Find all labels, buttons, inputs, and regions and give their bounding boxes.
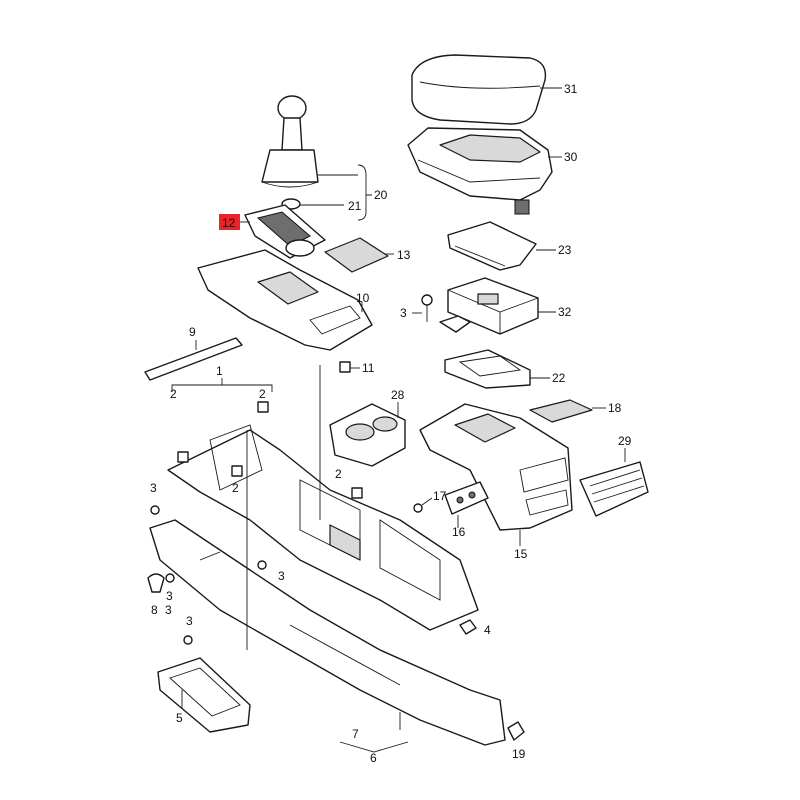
callout-2-a: 2: [170, 387, 177, 401]
callout-20: 20: [374, 188, 388, 202]
leader-17: [421, 497, 433, 506]
callout-2-b: 2: [259, 387, 266, 401]
part-cup-holder-28: [329, 403, 406, 467]
callout-29: 29: [618, 434, 632, 448]
callout-12: 12: [222, 216, 236, 230]
part-control-unit-32: [439, 277, 539, 335]
part-vent-29: [579, 461, 649, 517]
callout-2-c: 2: [335, 467, 342, 481]
part-clip-11: [339, 361, 351, 373]
callout-5: 5: [176, 711, 183, 725]
callout-22: 22: [552, 371, 566, 385]
callout-18: 18: [608, 401, 622, 415]
part-console-trim-10: [197, 249, 373, 351]
part-side-panel-6: [149, 519, 506, 746]
part-trim-strip-9: [144, 337, 243, 381]
callout-17: 17: [433, 489, 447, 503]
screw-3-c: [165, 573, 175, 583]
screw-3-b: [257, 560, 267, 570]
callout-21: 21: [348, 199, 362, 213]
part-switch-panel-16: [444, 481, 489, 515]
part-trim-plate-12: [244, 204, 326, 259]
callout-11: 11: [362, 361, 375, 375]
part-rear-panel-15: [419, 403, 573, 531]
callout-9: 9: [189, 325, 196, 339]
part-pad-18: [529, 399, 593, 423]
callout-3-upper: 3: [400, 306, 407, 320]
part-bracket-22: [444, 349, 531, 389]
part-clip-2b: [231, 465, 243, 477]
callout-16: 16: [452, 525, 466, 539]
screw-3-d: [183, 635, 193, 645]
leader-6-bracket: [339, 741, 409, 753]
part-nut-4: [459, 619, 477, 635]
callout-13: 13: [397, 248, 411, 262]
callout-3-c: 3: [166, 589, 173, 603]
callout-8: 8: [151, 603, 158, 617]
part-armrest-lid: [411, 54, 547, 125]
callout-2-d: 2: [232, 481, 239, 495]
callout-19: 19: [512, 747, 526, 761]
callout-4: 4: [484, 623, 491, 637]
part-cover-23: [447, 221, 537, 271]
part-cover-13: [324, 237, 389, 273]
callout-1: 1: [216, 364, 223, 378]
callout-31: 31: [564, 82, 578, 96]
screw-3-a: [150, 505, 160, 515]
screw-17: [413, 503, 423, 513]
callout-10: 10: [356, 291, 370, 305]
part-clip-2c: [257, 401, 269, 413]
part-plug-8: [147, 573, 165, 593]
callout-28: 28: [391, 388, 405, 402]
part-bracket-5: [157, 657, 251, 733]
callout-7: 7: [352, 727, 359, 741]
callout-3-b: 3: [278, 569, 285, 583]
part-console-frame-1: [167, 424, 479, 631]
callout-30: 30: [564, 150, 578, 164]
part-gear-knob-20: [261, 95, 319, 188]
callout-32: 32: [558, 305, 572, 319]
leader-20-bracket: [357, 164, 372, 221]
screw-3-upper: [421, 294, 433, 322]
callout-23: 23: [558, 243, 572, 257]
part-clip-2a: [177, 451, 189, 463]
callout-6: 6: [370, 751, 377, 765]
part-clip-2d: [351, 487, 363, 499]
highlight-box-12: [219, 214, 240, 230]
callout-3-d: 3: [165, 603, 172, 617]
leader-1-bracket: [171, 384, 273, 392]
callout-15: 15: [514, 547, 528, 561]
part-clip-19: [507, 721, 525, 741]
callout-3-a: 3: [150, 481, 157, 495]
callout-3-e: 3: [186, 614, 193, 628]
part-armrest-base: [407, 127, 553, 215]
